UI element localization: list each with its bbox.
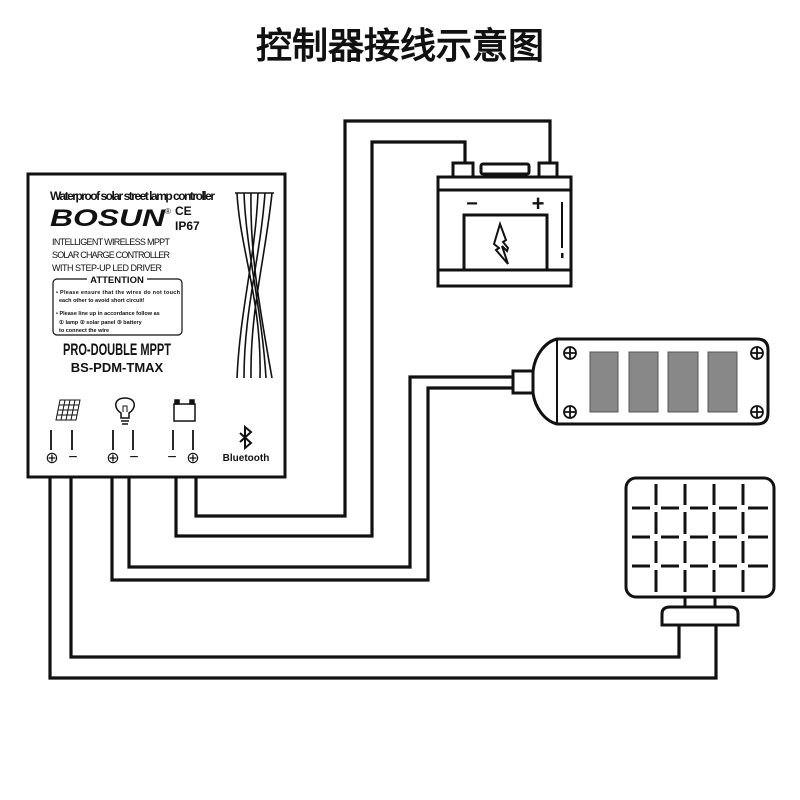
desc-line: SOLAR CHARGE CONTROLLER [52, 250, 171, 260]
solar-negative-terminal: − [68, 449, 77, 466]
lamp-negative-terminal: − [129, 449, 138, 466]
screw-icons [563, 346, 764, 419]
battery-positive-terminal: ⊕ [186, 450, 199, 467]
solar-positive-terminal: ⊕ [45, 450, 58, 467]
bluetooth-label: Bluetooth [223, 453, 270, 464]
battery-icon [173, 399, 196, 422]
attention-line: to connect the wire [59, 328, 109, 334]
desc-line: WITH STEP-UP LED DRIVER [52, 263, 163, 273]
solar-panel [624, 476, 776, 627]
ip-rating: IP67 [175, 219, 200, 233]
light-bulb-icon [115, 397, 135, 425]
bluetooth-icon [239, 424, 253, 451]
ce-mark: CE [175, 204, 192, 218]
desc-line: INTELLIGENT WIRELESS MPPT [52, 237, 171, 247]
solar-wires [48, 477, 718, 680]
attention-line: • Please line up in accordance follow as [56, 311, 160, 317]
attention-box: ATTENTION • Please ensure that the wires… [52, 273, 183, 336]
attention-line: each other to avoid short circuit! [59, 298, 145, 304]
terminal-lines [50, 430, 194, 450]
controller: Waterproof solar street lamp controller … [26, 172, 287, 479]
solar-panel-icon [55, 399, 81, 421]
lamp-positive-terminal: ⊕ [106, 450, 119, 467]
battery-wires [174, 119, 552, 538]
attention-title: ATTENTION [90, 275, 144, 286]
battery-minus-label: − [466, 193, 478, 215]
attention-line: ① lamp ② solar panel ③ battery [59, 319, 143, 326]
battery-warning-mark [561, 253, 564, 258]
led-lamp [511, 337, 770, 426]
twisted-wires-decoration [235, 192, 274, 379]
diagram-title: 控制器接线示意图 [256, 25, 544, 66]
brand-logo: BOSUN [50, 205, 166, 232]
lamp-wires [110, 375, 515, 582]
registered-mark: ® [165, 207, 171, 216]
attention-line: • Please ensure that the wires do not to… [56, 290, 181, 296]
model-series: PRO-DOUBLE MPPT [63, 340, 171, 359]
battery: − + [436, 161, 573, 288]
model-number: BS-PDM-TMAX [71, 360, 164, 375]
controller-heading: Waterproof solar street lamp controller [50, 189, 215, 203]
lightning-icon [492, 220, 510, 265]
battery-negative-terminal: − [167, 449, 176, 466]
led-grills [589, 351, 738, 413]
battery-plus-label: + [532, 191, 545, 216]
